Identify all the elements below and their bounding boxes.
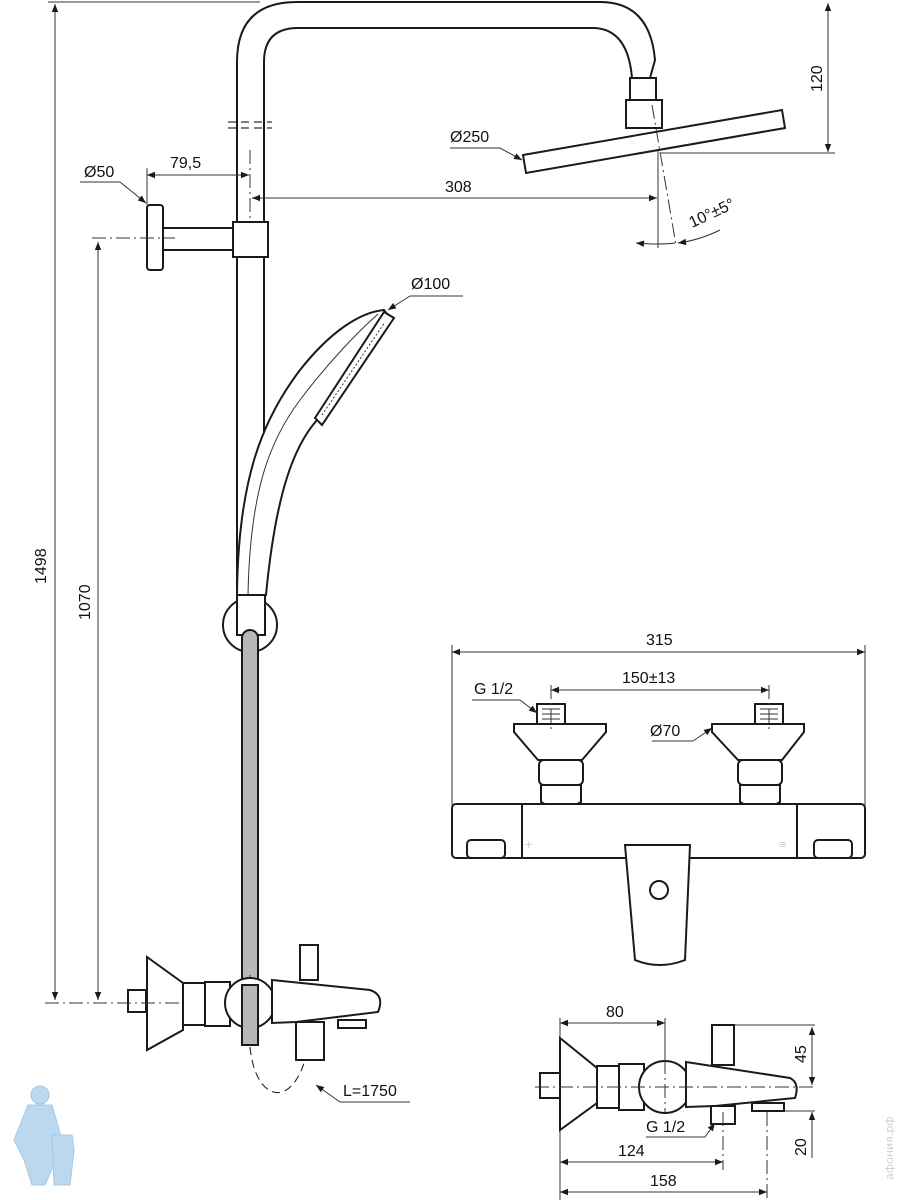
inlet-right <box>711 703 805 810</box>
dim-side-158: 158 <box>560 1112 768 1200</box>
watermark-text: афония.рф <box>883 1116 896 1180</box>
dim-total-height: 1498 <box>33 1 260 1004</box>
dim-label-120: 120 <box>809 65 826 92</box>
dim-total-width: 315 <box>451 632 866 805</box>
dim-label-1498: 1498 <box>33 548 50 584</box>
dim-label-tilt: 10°±5° <box>687 196 738 232</box>
dim-label-315: 315 <box>646 632 673 649</box>
watermark-logo <box>13 1085 75 1186</box>
dim-label-1070: 1070 <box>77 584 94 620</box>
dim-label-g12-front: G 1/2 <box>474 681 513 698</box>
dim-inlet-thread: G 1/2 <box>472 681 538 714</box>
dim-label-20: 20 <box>793 1138 810 1156</box>
main-view: 1498 1070 Ø50 79,5 308 120 <box>33 1 835 1103</box>
dim-label-158: 158 <box>650 1173 677 1190</box>
shower-holder <box>222 594 278 653</box>
side-view: 80 45 20 G 1/2 124 <box>535 1004 816 1200</box>
dim-side-124: 124 <box>559 1112 724 1200</box>
dim-arm-reach: 308 <box>252 179 657 202</box>
dim-inlet-spacing: 150±13 <box>550 670 770 730</box>
dim-overhead-drop: 120 <box>660 3 835 154</box>
dim-label-79-5: 79,5 <box>170 155 201 172</box>
dim-escutcheon-diameter: Ø70 <box>650 723 713 742</box>
wall-bracket <box>92 204 269 271</box>
dim-label-308: 308 <box>445 179 472 196</box>
dim-label-d100: Ø100 <box>411 276 450 293</box>
dim-label-hose: L=1750 <box>343 1083 397 1100</box>
dim-label-150: 150±13 <box>622 670 675 687</box>
dim-label-g12-side: G 1/2 <box>646 1119 685 1136</box>
hot-symbol: ≡ <box>778 838 787 851</box>
dim-side-45: 45 <box>735 1024 816 1085</box>
dim-bracket-offset: 79,5 <box>146 155 249 205</box>
dim-label-d250: Ø250 <box>450 129 489 146</box>
dim-label-d70: Ø70 <box>650 723 680 740</box>
dim-overhead-tilt: 10°±5° <box>635 196 738 247</box>
front-view: + ≡ 315 150±13 G 1/2 Ø70 <box>451 632 866 966</box>
dim-outlet-thread: G 1/2 <box>646 1119 716 1138</box>
inlet-left <box>513 703 607 810</box>
dim-label-d50: Ø50 <box>84 164 114 181</box>
dim-overhead-diameter: Ø250 <box>450 129 523 161</box>
dim-side-20: 20 <box>785 1110 816 1158</box>
dim-side-80: 80 <box>559 1004 666 1060</box>
dim-bracket-diameter: Ø50 <box>80 164 147 204</box>
dim-label-45: 45 <box>793 1045 810 1063</box>
dim-label-80: 80 <box>606 1004 624 1021</box>
thermostat-body: + ≡ <box>451 803 866 966</box>
side-mixer <box>535 1024 815 1132</box>
overhead-shower <box>521 77 787 248</box>
cold-symbol: + <box>524 838 533 851</box>
dim-label-124: 124 <box>618 1143 645 1160</box>
dim-hand-shower-diameter: Ø100 <box>387 276 463 311</box>
dim-bracket-height: 1070 <box>77 242 102 1000</box>
riser-arm <box>228 1 657 620</box>
dim-hose-length: L=1750 <box>315 1083 410 1103</box>
hand-shower <box>235 308 396 596</box>
